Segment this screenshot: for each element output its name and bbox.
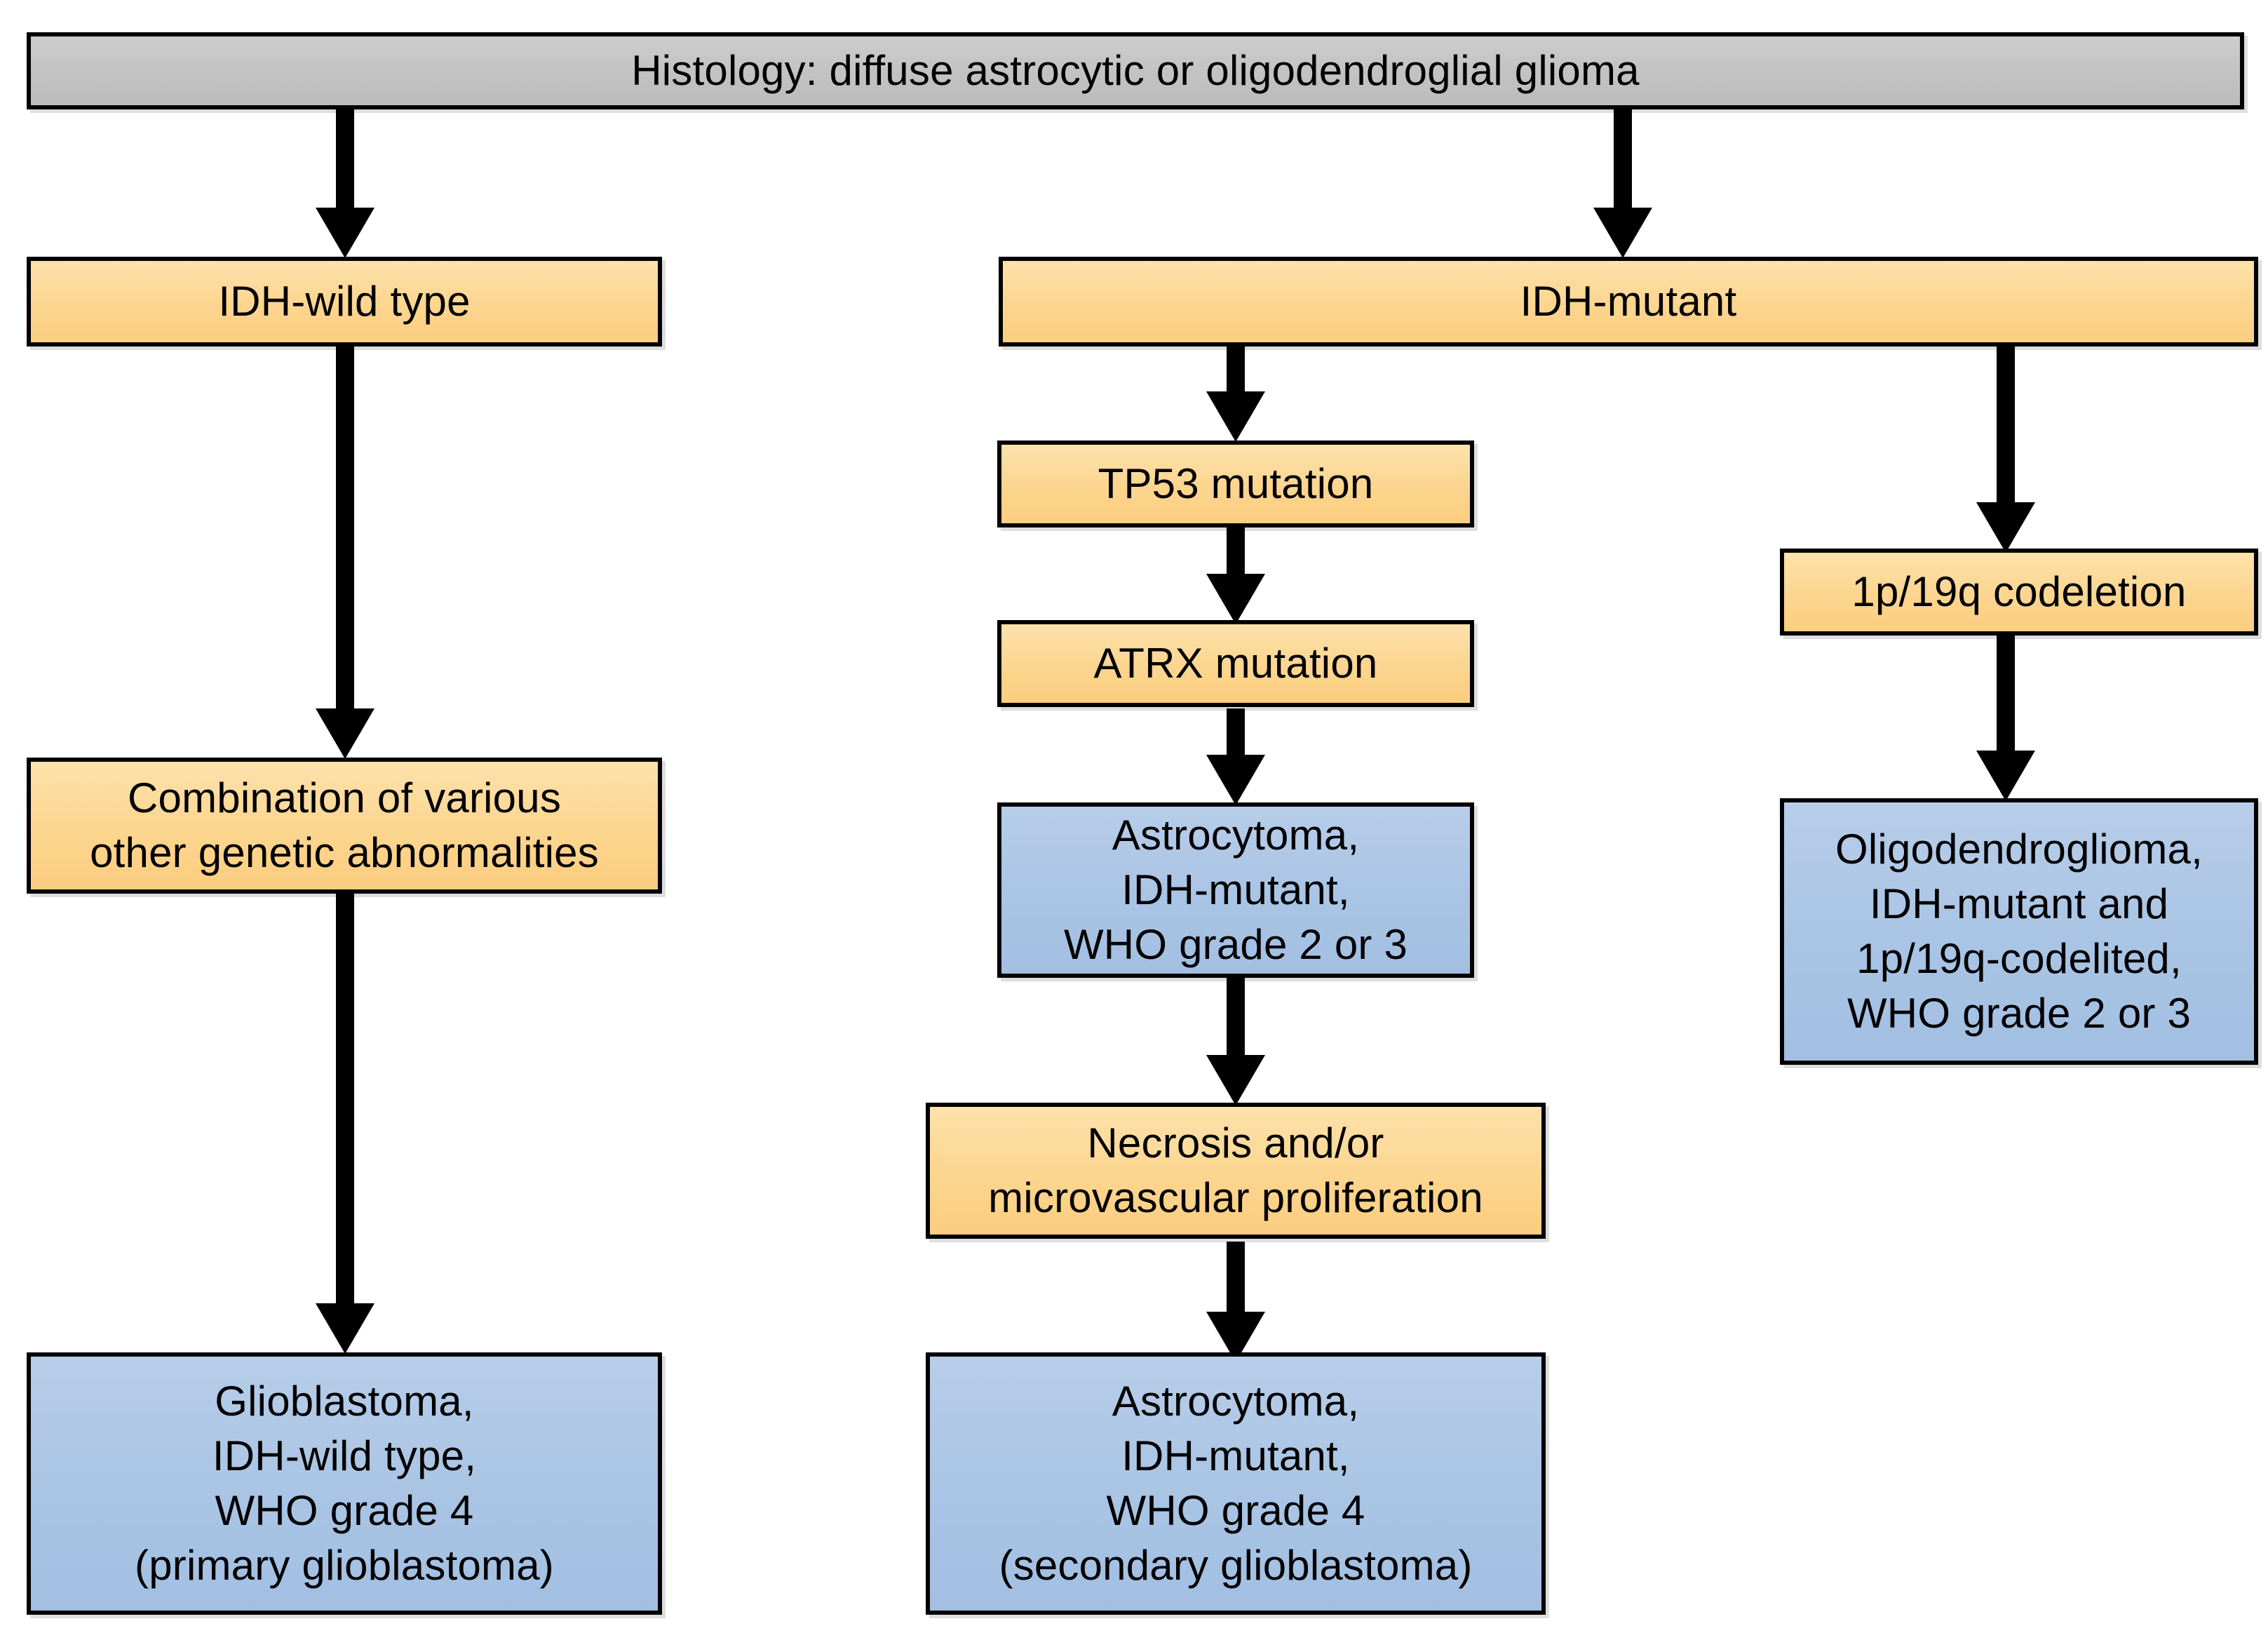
arrow-head — [316, 708, 374, 759]
arrow-stem — [1227, 1242, 1245, 1315]
arrow-stem — [1614, 98, 1632, 210]
node-idh-mutant-line-0: IDH-mutant — [1520, 278, 1737, 325]
arrow-head — [1206, 574, 1265, 624]
node-astrocytoma-grade-2-or-3[interactable]: Astrocytoma, IDH-mutant, WHO grade 2 or … — [997, 802, 1474, 978]
arrow-other-abnormalities-to-glioblastoma — [316, 891, 374, 1354]
arrow-stem — [336, 344, 354, 711]
arrow-stem — [336, 98, 354, 210]
node-astrocytoma-grade-2-or-3-line-2: WHO grade 2 or 3 — [1063, 921, 1408, 968]
arrow-astrocytoma-g23-to-necrosis — [1206, 975, 1265, 1105]
node-necrosis-line-1: microvascular proliferation — [988, 1174, 1483, 1221]
node-atrx-mutation-line-0: ATRX mutation — [1093, 640, 1378, 687]
arrow-histology-to-idh-mutant — [1593, 98, 1652, 258]
node-astrocytoma-grade-2-or-3-line-1: IDH-mutant, — [1121, 866, 1350, 913]
node-oligodendroglioma[interactable]: Oligodendroglioma, IDH-mutant and 1p/19q… — [1780, 798, 2258, 1065]
arrow-head — [1976, 751, 2035, 801]
arrow-stem — [336, 891, 354, 1306]
node-idh-wild-type[interactable]: IDH-wild type — [27, 257, 662, 347]
arrow-codeletion-to-oligodendroglioma — [1976, 631, 2035, 801]
arrow-head — [1206, 1055, 1265, 1105]
arrow-stem — [1227, 344, 1245, 396]
arrow-idh-wild-type-to-other-abnormalities — [316, 344, 374, 759]
node-glioblastoma-primary-line-1: IDH-wild type, — [212, 1432, 477, 1479]
node-astrocytoma-grade-4-line-2: WHO grade 4 — [1106, 1487, 1365, 1534]
arrow-atrx-to-astrocytoma-g23 — [1206, 708, 1265, 805]
node-other-genetic-abnormalities[interactable]: Combination of various other genetic abn… — [27, 758, 662, 894]
node-astrocytoma-grade-4-secondary[interactable]: Astrocytoma, IDH-mutant, WHO grade 4 (se… — [926, 1352, 1546, 1615]
arrow-necrosis-to-astrocytoma-g4 — [1206, 1242, 1265, 1362]
node-idh-mutant[interactable]: IDH-mutant — [999, 257, 2258, 347]
node-astrocytoma-grade-2-or-3-line-0: Astrocytoma, — [1112, 812, 1360, 859]
arrow-stem — [1227, 526, 1245, 578]
node-histology-line-0: Histology: diffuse astrocytic or oligode… — [631, 47, 1640, 94]
node-1p19q-codeletion[interactable]: 1p/19q codeletion — [1780, 549, 2258, 636]
node-astrocytoma-grade-4-line-0: Astrocytoma, — [1112, 1378, 1360, 1425]
arrow-tp53-to-atrx — [1206, 526, 1265, 624]
arrow-stem — [1997, 344, 2015, 505]
arrow-stem — [1227, 975, 1245, 1059]
node-other-genetic-abnormalities-line-1: other genetic abnormalities — [90, 829, 599, 876]
node-necrosis-microvascular-proliferation[interactable]: Necrosis and/or microvascular proliferat… — [926, 1103, 1546, 1239]
node-atrx-mutation[interactable]: ATRX mutation — [997, 620, 1474, 707]
arrow-histology-to-idh-wild-type — [316, 98, 374, 258]
node-glioblastoma-primary-line-0: Glioblastoma, — [215, 1378, 474, 1425]
arrow-head — [316, 208, 374, 258]
node-oligodendroglioma-line-0: Oligodendroglioma, — [1835, 826, 2203, 873]
arrow-idh-mutant-to-tp53 — [1206, 344, 1265, 442]
node-astrocytoma-grade-4-line-1: IDH-mutant, — [1121, 1432, 1350, 1479]
arrow-head — [1593, 208, 1652, 258]
node-glioblastoma-primary-line-2: WHO grade 4 — [215, 1487, 474, 1534]
node-glioblastoma-primary[interactable]: Glioblastoma, IDH-wild type, WHO grade 4… — [27, 1352, 662, 1615]
arrow-stem — [1997, 631, 2015, 753]
arrow-idh-mutant-to-codeletion — [1976, 344, 2035, 553]
arrow-head — [1206, 755, 1265, 805]
arrow-stem — [1227, 708, 1245, 759]
node-oligodendroglioma-line-2: 1p/19q-codelited, — [1856, 935, 2182, 982]
node-astrocytoma-grade-4-line-3: (secondary glioblastoma) — [999, 1542, 1473, 1589]
node-histology[interactable]: Histology: diffuse astrocytic or oligode… — [27, 32, 2244, 109]
arrow-head — [316, 1303, 374, 1354]
node-glioblastoma-primary-line-3: (primary glioblastoma) — [135, 1542, 554, 1589]
node-1p19q-codeletion-line-0: 1p/19q codeletion — [1851, 568, 2187, 615]
node-necrosis-line-0: Necrosis and/or — [1087, 1120, 1384, 1167]
node-oligodendroglioma-line-3: WHO grade 2 or 3 — [1847, 990, 2192, 1037]
node-other-genetic-abnormalities-line-0: Combination of various — [127, 774, 562, 821]
node-oligodendroglioma-line-1: IDH-mutant and — [1869, 880, 2169, 927]
arrow-head — [1206, 391, 1265, 442]
node-tp53-mutation-line-0: TP53 mutation — [1098, 460, 1374, 507]
node-tp53-mutation[interactable]: TP53 mutation — [997, 441, 1474, 527]
arrow-head — [1976, 502, 2035, 553]
node-idh-wild-type-line-0: IDH-wild type — [218, 278, 471, 325]
